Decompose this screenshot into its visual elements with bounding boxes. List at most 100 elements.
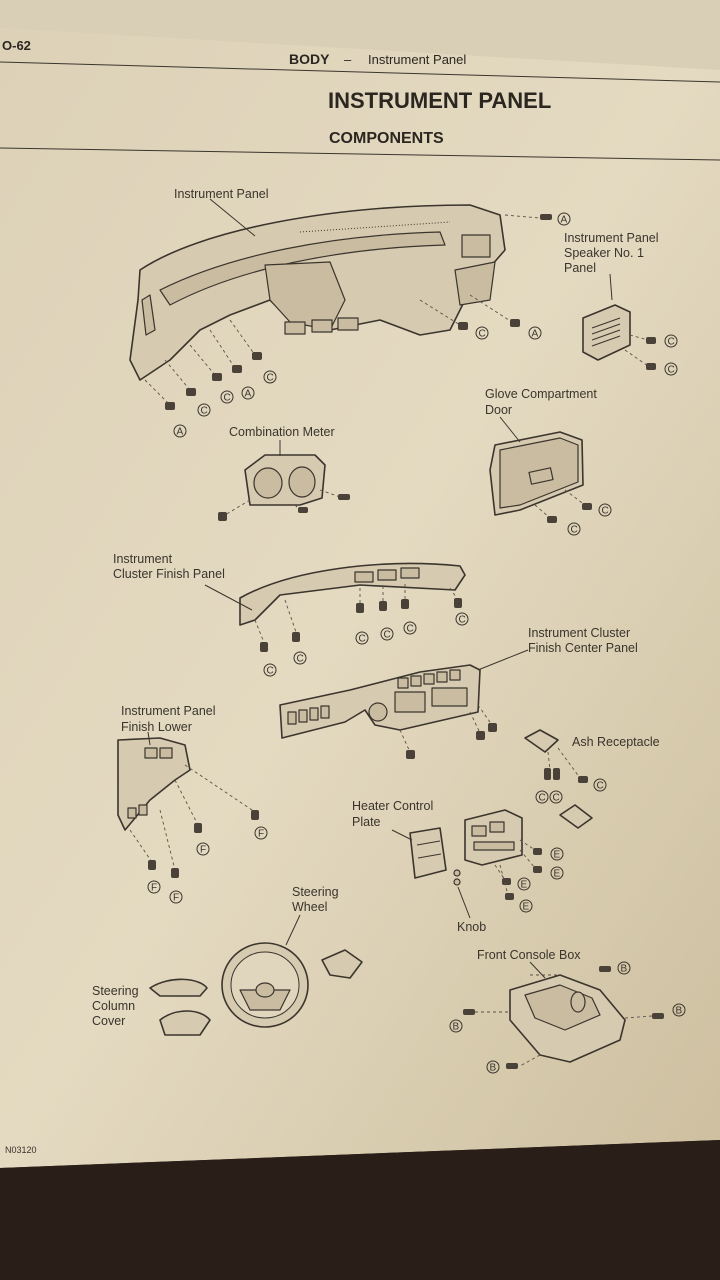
label-cluster-center-1: Instrument Cluster bbox=[528, 626, 630, 640]
label-column-cover-2: Column bbox=[92, 999, 135, 1013]
svg-text:C: C bbox=[459, 615, 466, 626]
fastener-a-4: A bbox=[173, 424, 187, 438]
heater-control-drawing bbox=[409, 809, 542, 900]
svg-text:C: C bbox=[297, 654, 304, 665]
label-steering-wheel-1: Steering bbox=[292, 885, 339, 899]
page-number: O-62 bbox=[2, 38, 31, 53]
ash-receptacle-drawing bbox=[524, 729, 593, 829]
steering-drawing bbox=[149, 942, 363, 1036]
fastener-f-4: F bbox=[169, 890, 183, 904]
label-column-cover-3: Cover bbox=[92, 1014, 125, 1028]
fastener-e-3: E bbox=[517, 877, 531, 891]
svg-text:A: A bbox=[532, 329, 539, 340]
fastener-a-2: A bbox=[528, 326, 542, 340]
svg-text:F: F bbox=[173, 893, 179, 904]
fastener-c-1: C bbox=[475, 326, 489, 340]
svg-text:F: F bbox=[151, 883, 157, 894]
svg-text:C: C bbox=[201, 406, 208, 417]
subsection-name: Instrument Panel bbox=[368, 52, 466, 67]
svg-text:E: E bbox=[554, 850, 561, 861]
label-console-box: Front Console Box bbox=[477, 948, 581, 962]
fastener-c-15: C bbox=[535, 790, 549, 804]
speaker-panel-drawing bbox=[582, 304, 656, 370]
fastener-c-17: C bbox=[593, 778, 607, 792]
svg-text:E: E bbox=[554, 869, 561, 880]
svg-text:C: C bbox=[224, 393, 231, 404]
svg-text:C: C bbox=[553, 793, 560, 804]
svg-text:F: F bbox=[200, 845, 206, 856]
fastener-b-2: B bbox=[449, 1019, 463, 1033]
fastener-c-16: C bbox=[549, 790, 563, 804]
console-box-drawing bbox=[463, 966, 664, 1069]
fastener-c-6: C bbox=[664, 362, 678, 376]
label-speaker-panel-1: Instrument Panel bbox=[564, 231, 659, 245]
fastener-b-3: B bbox=[672, 1003, 686, 1017]
label-speaker-panel-2: Speaker No. 1 bbox=[564, 246, 644, 260]
section-dash: – bbox=[344, 52, 352, 67]
combination-meter-drawing bbox=[218, 454, 350, 521]
fastener-a-1: A bbox=[557, 212, 571, 226]
svg-text:C: C bbox=[267, 666, 274, 677]
cluster-finish-panel-drawing bbox=[239, 562, 466, 652]
svg-text:A: A bbox=[561, 215, 568, 226]
label-glove-door-2: Door bbox=[485, 403, 512, 417]
fastener-c-7: C bbox=[598, 503, 612, 517]
fastener-c-5: C bbox=[664, 334, 678, 348]
label-cluster-center-2: Finish Center Panel bbox=[528, 641, 638, 655]
svg-text:C: C bbox=[359, 634, 366, 645]
svg-text:C: C bbox=[267, 373, 274, 384]
fastener-c-3: C bbox=[220, 390, 234, 404]
label-speaker-panel-3: Panel bbox=[564, 261, 596, 275]
label-cluster-finish-2: Cluster Finish Panel bbox=[113, 567, 225, 581]
section-name: BODY bbox=[289, 51, 330, 67]
svg-text:B: B bbox=[676, 1006, 683, 1017]
label-combination-meter: Combination Meter bbox=[229, 425, 335, 439]
svg-text:C: C bbox=[407, 624, 414, 635]
svg-text:C: C bbox=[602, 506, 609, 517]
fastener-a-3: A bbox=[241, 386, 255, 400]
label-heater-plate-2: Plate bbox=[352, 815, 381, 829]
fastener-f-3: F bbox=[147, 880, 161, 894]
fastener-f-1: F bbox=[254, 826, 268, 840]
svg-text:C: C bbox=[571, 525, 578, 536]
svg-text:C: C bbox=[668, 337, 675, 348]
fastener-c-4: C bbox=[197, 403, 211, 417]
svg-text:E: E bbox=[523, 902, 530, 913]
label-finish-lower-2: Finish Lower bbox=[121, 720, 192, 734]
fastener-f-2: F bbox=[196, 842, 210, 856]
label-cluster-finish-1: Instrument bbox=[113, 552, 173, 566]
fastener-b-1: B bbox=[617, 961, 631, 975]
fastener-c-9: C bbox=[355, 631, 369, 645]
label-knob: Knob bbox=[457, 920, 486, 934]
fastener-c-11: C bbox=[403, 621, 417, 635]
dash-fasteners bbox=[144, 214, 552, 410]
label-heater-plate-1: Heater Control bbox=[352, 799, 433, 813]
page-title: INSTRUMENT PANEL bbox=[328, 88, 551, 113]
fastener-e-1: E bbox=[550, 847, 564, 861]
fastener-c-13: C bbox=[293, 651, 307, 665]
page-subtitle: COMPONENTS bbox=[329, 130, 444, 147]
fastener-c-14: C bbox=[263, 663, 277, 677]
svg-text:F: F bbox=[258, 829, 264, 840]
finish-lower-drawing bbox=[117, 737, 259, 878]
svg-text:A: A bbox=[177, 427, 184, 438]
svg-text:C: C bbox=[479, 329, 486, 340]
label-steering-wheel-2: Wheel bbox=[292, 900, 327, 914]
svg-text:B: B bbox=[490, 1063, 497, 1074]
fastener-c-8: C bbox=[567, 522, 581, 536]
instrument-panel-drawing bbox=[129, 204, 506, 381]
svg-text:B: B bbox=[621, 964, 628, 975]
fastener-e-4: E bbox=[519, 899, 533, 913]
svg-text:C: C bbox=[539, 793, 546, 804]
svg-text:A: A bbox=[245, 389, 252, 400]
svg-text:C: C bbox=[668, 365, 675, 376]
glove-door-drawing bbox=[489, 431, 592, 523]
svg-text:B: B bbox=[453, 1022, 460, 1033]
fastener-e-2: E bbox=[550, 866, 564, 880]
label-glove-door-1: Glove Compartment bbox=[485, 387, 597, 401]
label-column-cover-1: Steering bbox=[92, 984, 139, 998]
label-ash-receptacle: Ash Receptacle bbox=[572, 735, 660, 749]
fastener-c-2: C bbox=[263, 370, 277, 384]
label-instrument-panel: Instrument Panel bbox=[174, 187, 269, 201]
